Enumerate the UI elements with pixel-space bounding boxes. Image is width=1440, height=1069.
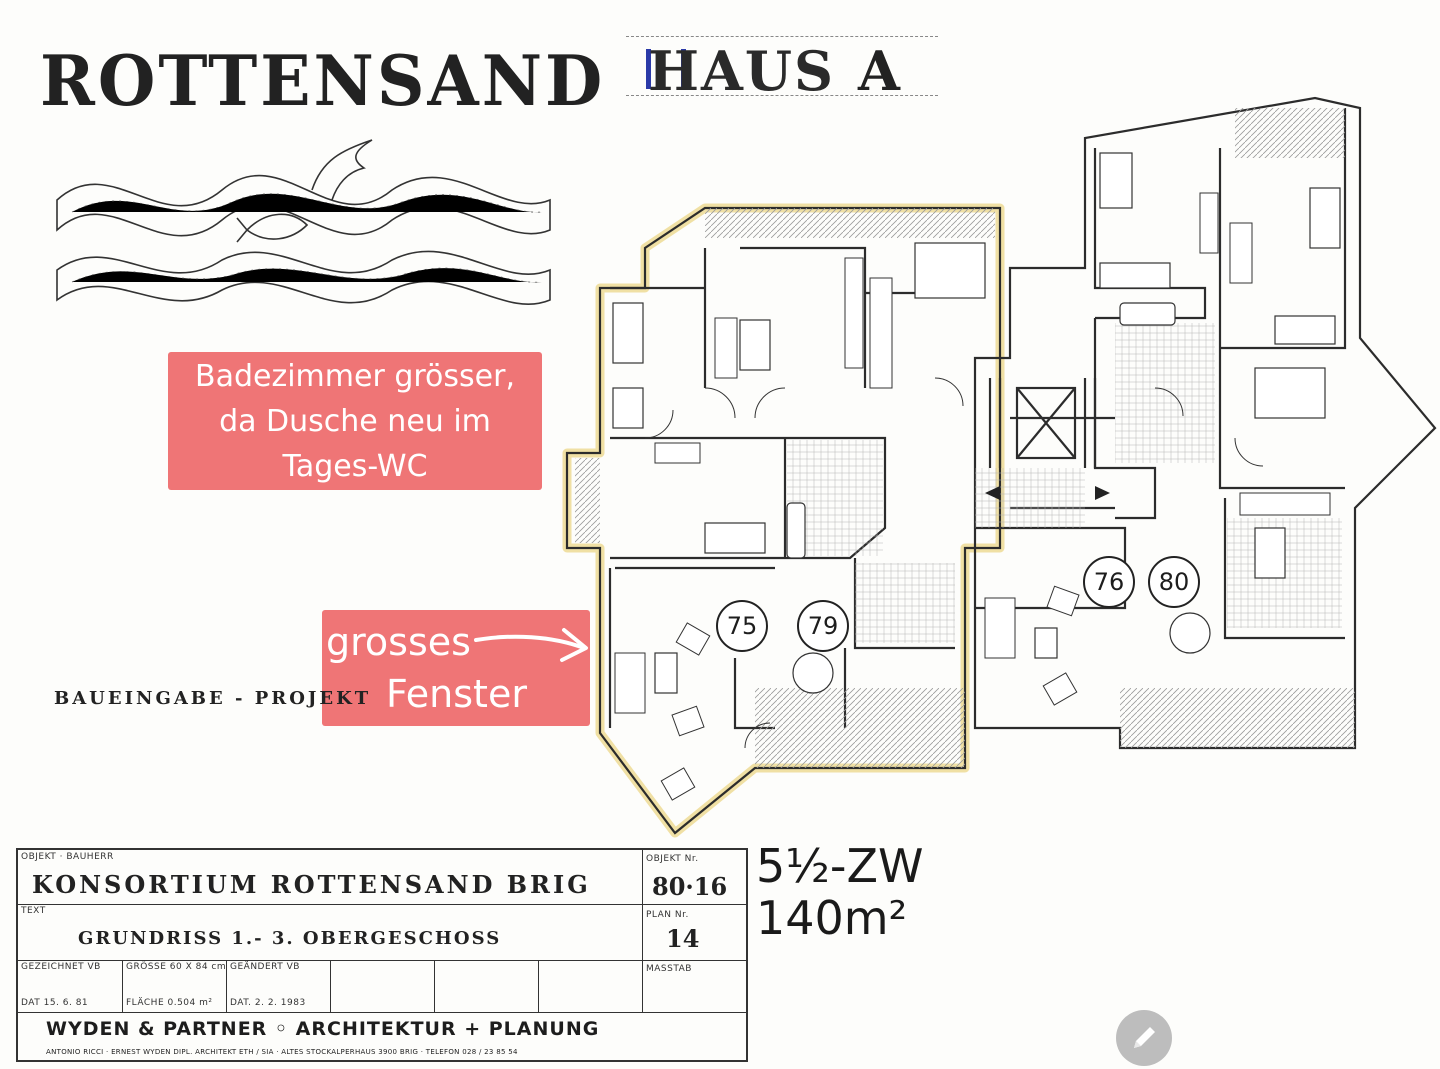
bathroom-note-line: Tages-WC [282, 449, 428, 484]
pen-correction-mark [646, 49, 686, 89]
size-label: GRÖSSE 60 X 84 cm [126, 962, 227, 972]
house-word: HAUS [648, 39, 836, 103]
firm-name: WYDEN & PARTNER ◦ ARCHITEKTUR + PLANUNG [46, 1018, 600, 1040]
house-letter: A [858, 39, 902, 103]
project-title: ROTTENSAND [40, 40, 606, 122]
drawn-date: DAT 15. 6. 81 [21, 998, 89, 1008]
wave-fish-logo [56, 139, 551, 305]
scale-label: MASSTAB [646, 964, 692, 974]
window-note-line: Fenster [386, 672, 527, 716]
pencil-icon [1134, 1027, 1155, 1048]
client-label: OBJEKT · BAUHERR [21, 852, 114, 862]
bathroom-note: Badezimmer grösser, da Dusche neu im Tag… [168, 352, 542, 490]
unit-type: 5½-ZW [756, 839, 924, 893]
plan-number-value: 14 [666, 924, 700, 953]
plan-number-label: PLAN Nr. [646, 910, 689, 920]
object-number-value: 80·16 [652, 872, 728, 901]
unit-info: 5½-ZW 140m² [756, 840, 923, 944]
apartment-number-80: 80 [1148, 556, 1200, 608]
window-note: grosses Fenster [322, 610, 590, 726]
window-note-line: grosses [326, 620, 471, 664]
plan-description: GRUNDRISS 1.- 3. OBERGESCHOSS [78, 928, 502, 949]
bathroom-note-line: da Dusche neu im [219, 404, 491, 439]
drawing-title-block: OBJEKT · BAUHERR KONSORTIUM ROTTENSAND B… [16, 848, 748, 1062]
apartment-number-79: 79 [797, 600, 849, 652]
submission-stamp: BAUEINGABE - PROJEKT [54, 688, 372, 709]
drawn-by-label: GEZEICHNET VB [21, 962, 101, 972]
apartment-number-75: 75 [716, 600, 768, 652]
area-label: FLÄCHE 0.504 m² [126, 998, 213, 1008]
floor-plan [562, 96, 1437, 838]
changed-by-label: GEÄNDERT VB [230, 962, 300, 972]
bathroom-note-line: Badezimmer grösser, [195, 359, 515, 394]
unit-area: 140m² [756, 891, 908, 945]
client-value: KONSORTIUM ROTTENSAND BRIG [32, 870, 591, 899]
edit-button[interactable] [1116, 1010, 1172, 1066]
firm-address: ANTONIO RICCI · ERNEST WYDEN DIPL. ARCHI… [46, 1048, 518, 1056]
arrow-right-icon [474, 628, 588, 662]
changed-date: DAT. 2. 2. 1983 [230, 998, 306, 1008]
text-label: TEXT [21, 906, 46, 916]
apartment-number-76: 76 [1083, 556, 1135, 608]
house-title: HAUS A [626, 36, 938, 103]
object-number-label: OBJEKT Nr. [646, 854, 699, 864]
